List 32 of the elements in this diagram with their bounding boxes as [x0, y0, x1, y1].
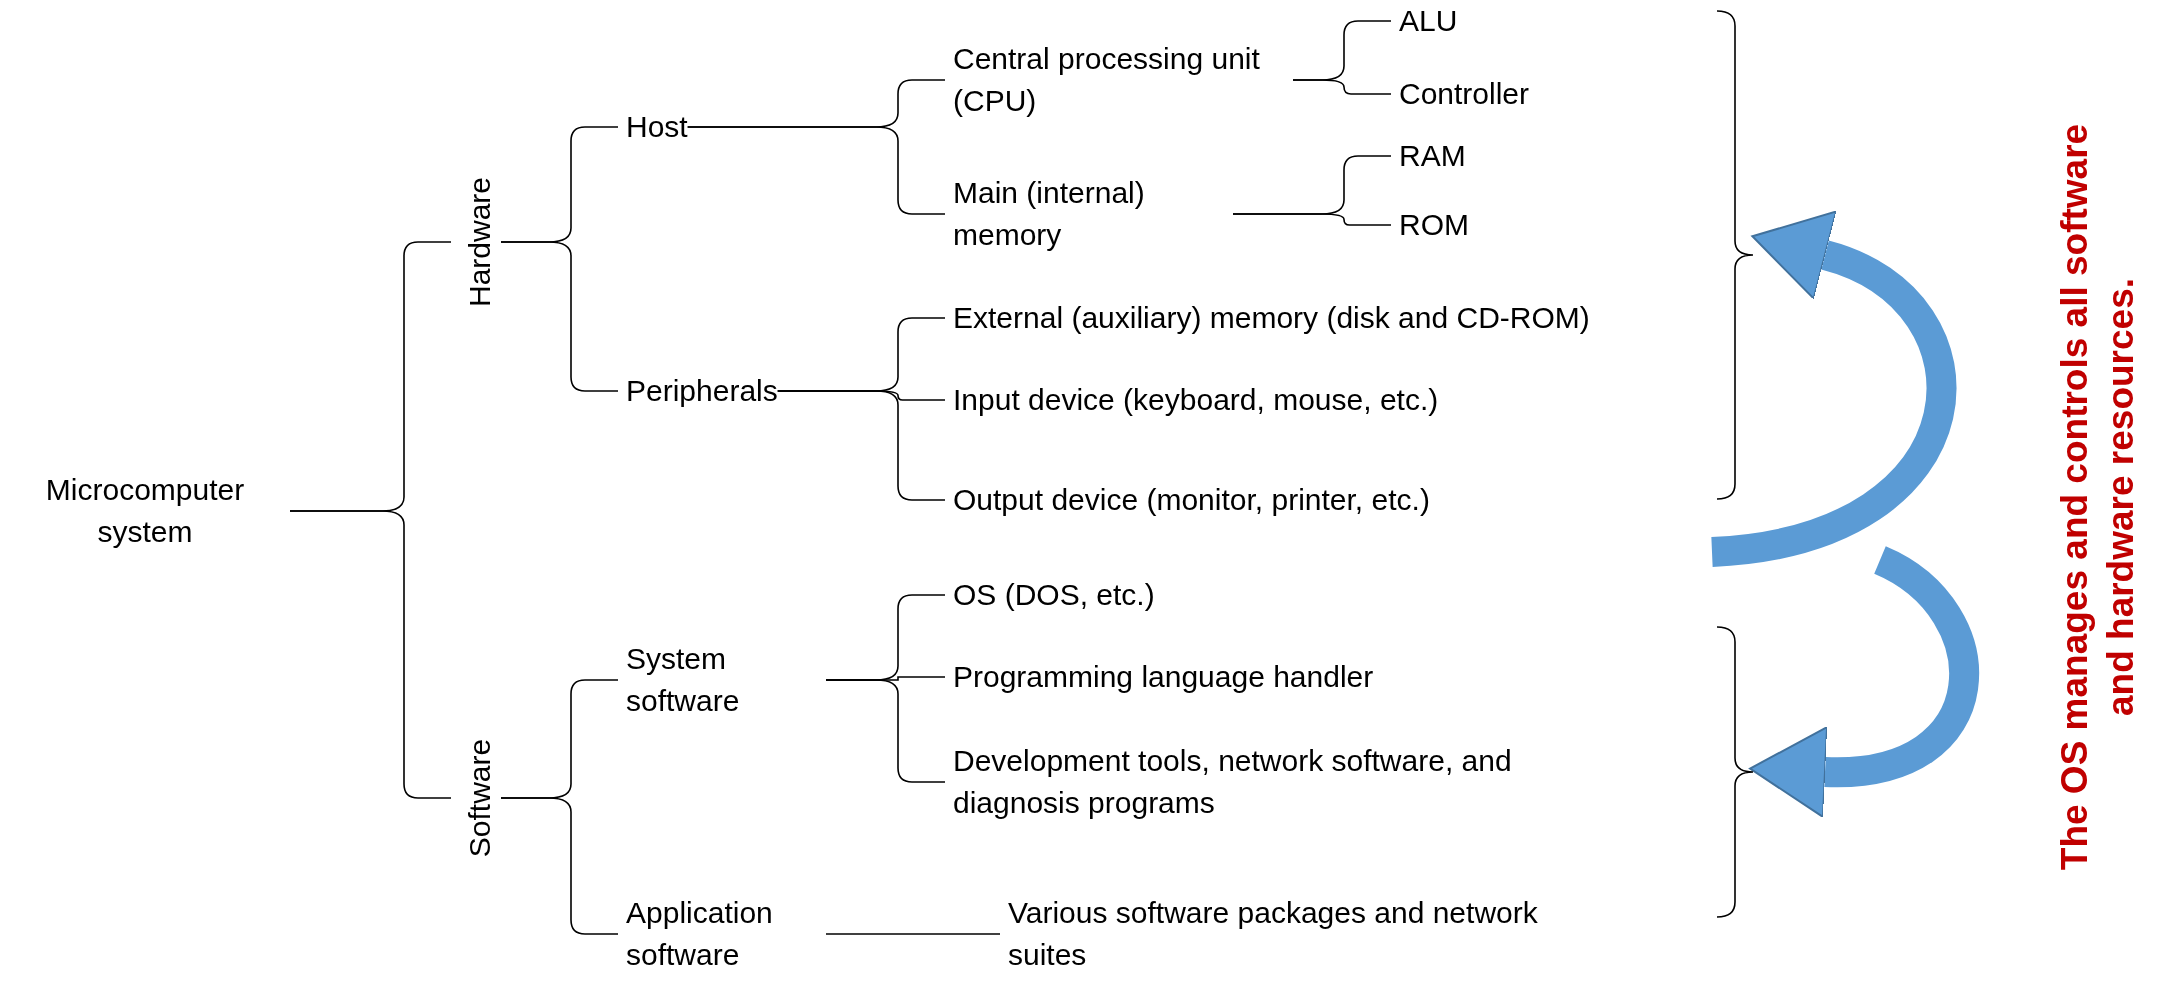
tree-label: System software — [626, 641, 741, 719]
brace-connector — [500, 797, 619, 935]
tree-label: Development tools, network software, and diagnosis programs — [953, 743, 1513, 821]
tree-label: OS (DOS, etc.) — [953, 577, 1155, 613]
brace-connector — [1292, 79, 1392, 95]
brace-connector — [776, 390, 946, 501]
tree-label: ROM — [1399, 207, 1469, 243]
brace-connector — [1232, 213, 1392, 226]
curved-arrow — [1710, 211, 1957, 567]
tree-label: Controller — [1399, 76, 1530, 112]
curved-arrow — [1749, 546, 1979, 818]
tree-label: Microcomputer system — [44, 472, 246, 550]
tree-label: Application software — [626, 895, 774, 973]
tree-label: Main (internal) memory — [953, 175, 1146, 253]
tree-label: Host — [626, 109, 688, 145]
tree-label: Peripherals — [626, 373, 778, 409]
tree-label: Input device (keyboard, mouse, etc.) — [953, 382, 1439, 418]
brace-connector — [686, 126, 946, 215]
tree-label: External (auxiliary) memory (disk and CD-ROM) — [953, 300, 1591, 336]
annotation-text: The OS manages and controls all software and hardware resources. — [2053, 122, 2142, 873]
brace-connector — [289, 510, 452, 799]
tree-label: ALU — [1399, 3, 1458, 39]
tree-label: Central processing unit (CPU) — [953, 41, 1261, 119]
tree-label: RAM — [1399, 138, 1466, 174]
tree-label: Hardware — [462, 176, 497, 308]
tree-label: Various software packages and network suites — [1008, 895, 1539, 973]
brace-connector — [500, 241, 619, 392]
tree-label: Output device (monitor, printer, etc.) — [953, 482, 1430, 518]
brace-connector — [825, 679, 946, 783]
brace-connector — [825, 933, 1001, 935]
tree-label: Software — [462, 738, 497, 858]
tree-label: Programming language handler — [953, 659, 1374, 695]
